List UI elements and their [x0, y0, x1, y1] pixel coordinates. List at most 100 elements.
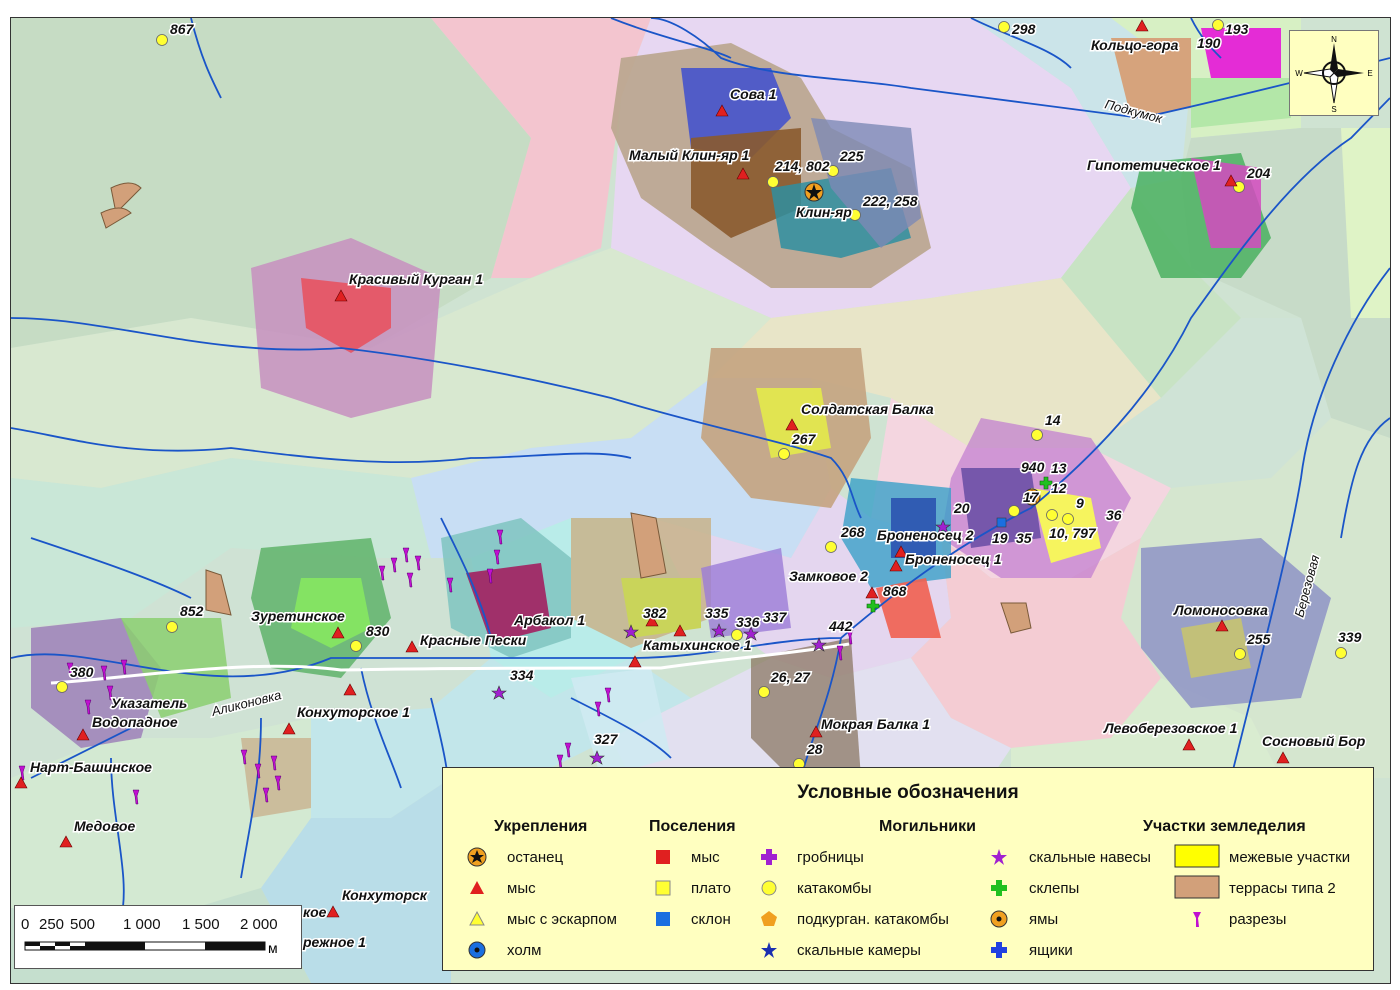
legend-item: ящики	[1029, 942, 1073, 959]
site-label-26-27: 26, 27	[770, 669, 811, 685]
compass-rose-icon: N S E W	[1295, 35, 1372, 114]
site-label-852: 852	[180, 603, 204, 619]
scale-tick: 500	[70, 916, 96, 933]
site-label-12: 12	[1051, 480, 1067, 496]
site-label-193: 193	[1225, 21, 1249, 37]
site-label-339: 339	[1338, 629, 1362, 645]
rock-chamber-star-icon	[761, 942, 777, 958]
site-label-267: 267	[791, 431, 817, 447]
site-label-lomonosovka: Ломоносовка	[1173, 602, 1268, 618]
north-arrow-compass: N S E W	[1289, 30, 1379, 116]
site-label-zuretinskoe: Зуретинское	[251, 608, 345, 624]
site-label-malyi-klin-yar-1: Малый Клин-яр 1	[629, 147, 750, 163]
site-label-334: 334	[510, 667, 534, 683]
site-label-190: 190	[1197, 35, 1221, 51]
cut-pin-icon	[1193, 912, 1201, 927]
legend-title: Условные обозначения	[797, 782, 1019, 803]
site-label-bronenosets-1: Броненосец 1	[905, 551, 1002, 567]
pit-dot-icon	[990, 910, 1008, 928]
legend-heading-burials: Могильники	[879, 818, 976, 835]
site-label-9: 9	[1076, 495, 1084, 511]
scale-tick: 0	[21, 916, 30, 933]
site-label-mokraya-balka-1: Мокрая Балка 1	[821, 716, 930, 732]
legend-item: мыс	[691, 849, 720, 866]
road-line	[50, 642, 850, 685]
compass-e: E	[1367, 69, 1372, 78]
site-label-327: 327	[594, 731, 619, 747]
scale-tick: 250	[39, 916, 65, 933]
kurgan-pentagon-icon	[761, 911, 777, 926]
slope-square-icon	[656, 912, 670, 926]
scale-unit: м	[268, 940, 278, 956]
legend-item: скальные камеры	[797, 942, 921, 959]
site-label-zamkovoe-2: Замковое 2	[789, 568, 868, 584]
site-label-konkhutorskoe-1: Конхуторское 1	[297, 704, 410, 720]
scale-tick: 1 000	[123, 916, 161, 933]
escarp-triangle-icon	[469, 910, 485, 926]
site-label-bronenosets-2: Броненосец 2	[877, 527, 974, 543]
site-label-255: 255	[1246, 631, 1271, 647]
site-label-katykhinskoe-1: Катыхинское 1	[643, 637, 752, 653]
site-label-ukazatel: Указатель	[111, 695, 187, 711]
site-label-medovoe: Медовое	[74, 818, 135, 834]
compass-s: S	[1331, 105, 1336, 114]
legend-item: мыс с эскарпом	[507, 911, 617, 928]
scale-bar-graphic	[24, 941, 266, 951]
site-label-rezhnoe-1: режное 1	[302, 934, 366, 950]
site-label-204: 204	[1246, 165, 1271, 181]
cape-triangle-icon	[470, 881, 484, 894]
site-label-442: 442	[828, 618, 853, 634]
site-label-225: 225	[839, 148, 864, 164]
site-label-vodopadnoe: Водопадное	[92, 714, 178, 730]
legend-item: склон	[691, 911, 731, 928]
site-label-17: 17	[1023, 489, 1040, 505]
legend-item: межевые участки	[1229, 849, 1351, 866]
site-label-koltso-gora: Кольцо-гора	[1091, 37, 1179, 53]
site-label-soldatskaya-balka: Солдатская Балка	[801, 401, 934, 417]
site-label-nart-bashinskoe: Нарт-Башинское	[30, 759, 152, 775]
legend-heading-fortifications: Укрепления	[494, 818, 588, 835]
site-label-830: 830	[366, 623, 390, 639]
site-label-sosnovyi-bor: Сосновый Бор	[1262, 733, 1366, 749]
compass-n: N	[1331, 35, 1337, 44]
site-label-867: 867	[170, 21, 195, 37]
site-label-28: 28	[806, 741, 823, 757]
site-label-sova-1: Сова 1	[730, 86, 777, 102]
site-label-gipoteticheskoe-1: Гипотетическое 1	[1087, 157, 1221, 173]
boundary-plots-swatch	[1174, 844, 1220, 868]
site-label-35: 35	[1016, 530, 1032, 546]
legend-item: останец	[507, 849, 564, 866]
site-label-268: 268	[840, 524, 865, 540]
legend-item: гробницы	[797, 849, 864, 866]
legend-item: склепы	[1029, 880, 1080, 897]
site-label-335: 335	[705, 605, 729, 621]
site-labels: 867 298 Кольцо-гора 193 190 Сова 1 Малый…	[29, 20, 1368, 952]
cut-markers	[18, 529, 854, 805]
site-label-krasivyi-kurgan-1: Красивый Курган 1	[349, 271, 483, 287]
site-label-19: 19	[992, 530, 1008, 546]
site-label-levoberezovskoe-1: Левоберезовское 1	[1103, 720, 1238, 736]
legend-panel: Условные обозначения Укрепления Поселени…	[442, 767, 1374, 971]
site-label-klin-yar: Клин-яр	[796, 204, 852, 220]
site-label-arbakol-1: Арбакол 1	[513, 612, 585, 628]
site-label-868: 868	[883, 583, 907, 599]
site-label-20: 20	[953, 500, 970, 516]
site-label-337: 337	[763, 609, 788, 625]
scale-tick: 1 500	[182, 916, 220, 933]
rivers	[11, 18, 1390, 919]
legend-item: террасы типа 2	[1229, 880, 1336, 897]
terraces-swatch	[1174, 875, 1220, 899]
site-label-940: 940	[1021, 459, 1045, 475]
map-svg: Подкумок Аликоновка Березовая	[11, 18, 1390, 983]
map-canvas[interactable]: Подкумок Аликоновка Березовая	[10, 17, 1391, 984]
site-label-krasnye-peski: Красные Пески	[420, 632, 527, 648]
remnant-icon	[467, 847, 487, 867]
box-cross-icon	[991, 942, 1007, 958]
legend-heading-farming: Участки земледелия	[1143, 818, 1306, 835]
tomb-cross-icon	[761, 849, 777, 865]
legend-item: плато	[691, 880, 731, 897]
legend-item: подкурган. катакомбы	[797, 911, 949, 928]
scale-bar: 0 250 500 1 000 1 500 2 000 м	[14, 905, 302, 969]
legend-heading-settlements: Поселения	[649, 818, 736, 835]
settlement-cape-square-icon	[656, 850, 670, 864]
